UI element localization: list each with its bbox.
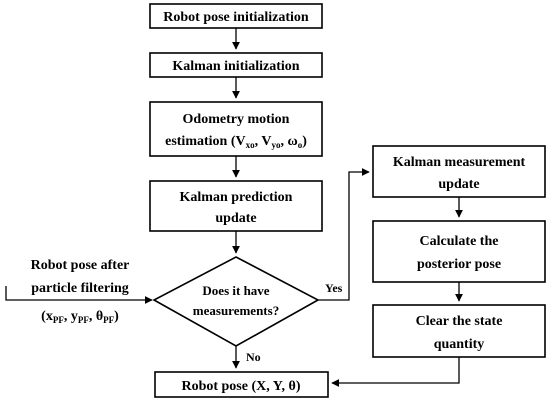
node-measurement-line-2: update <box>438 177 479 192</box>
edge-clear-to-output <box>331 357 460 387</box>
node-robot-pose-initialization-label: Robot pose initialization <box>163 10 309 25</box>
edge-label-yes: Yes <box>325 281 343 295</box>
node-calculate-posterior-pose: Calculate the posterior pose <box>372 220 546 283</box>
node-decision-line-2: measurements? <box>193 303 279 318</box>
edge-input-to-decision <box>5 286 153 304</box>
node-measurement-line-1: Kalman measurement <box>393 155 526 170</box>
node-posterior-line-2: posterior pose <box>417 257 501 272</box>
edge-label-no: No <box>246 350 261 364</box>
node-kalman-initialization: Kalman initialization <box>149 52 323 78</box>
external-input-line-2: particle filtering <box>31 281 129 296</box>
node-posterior-line-1: Calculate the <box>420 234 499 249</box>
node-clear-line-2: quantity <box>434 337 485 352</box>
external-input-formula: (xPF, yPF, θPF) <box>41 309 119 325</box>
external-input-label: Robot pose after particle filtering (xPF… <box>31 258 130 325</box>
edge-decision-yes-to-measurement <box>318 168 370 301</box>
node-robot-pose-output: Robot pose (X, Y, θ) <box>154 371 329 398</box>
node-kalman-initialization-label: Kalman initialization <box>172 59 299 74</box>
external-input-line-1: Robot pose after <box>31 258 130 273</box>
node-clear-state-quantity: Clear the state quantity <box>372 304 546 358</box>
node-kalman-measurement-update: Kalman measurement update <box>372 145 546 198</box>
node-output-label: Robot pose (X, Y, θ) <box>181 379 300 394</box>
node-odometry-line-1: Odometry motion <box>183 112 290 127</box>
node-decision-has-measurements: Does it have measurements? <box>152 256 320 347</box>
node-prediction-line-2: update <box>215 211 256 226</box>
node-clear-line-1: Clear the state <box>416 314 503 329</box>
node-odometry-line-2: estimation (Vxo, Vyo, ωo) <box>165 134 307 150</box>
node-kalman-prediction-update: Kalman prediction update <box>149 180 323 232</box>
node-robot-pose-initialization: Robot pose initialization <box>149 3 323 29</box>
node-decision-line-1: Does it have <box>202 283 269 298</box>
node-odometry-motion-estimation: Odometry motion estimation (Vxo, Vyo, ωo… <box>149 101 323 157</box>
node-prediction-line-1: Kalman prediction <box>180 190 293 205</box>
